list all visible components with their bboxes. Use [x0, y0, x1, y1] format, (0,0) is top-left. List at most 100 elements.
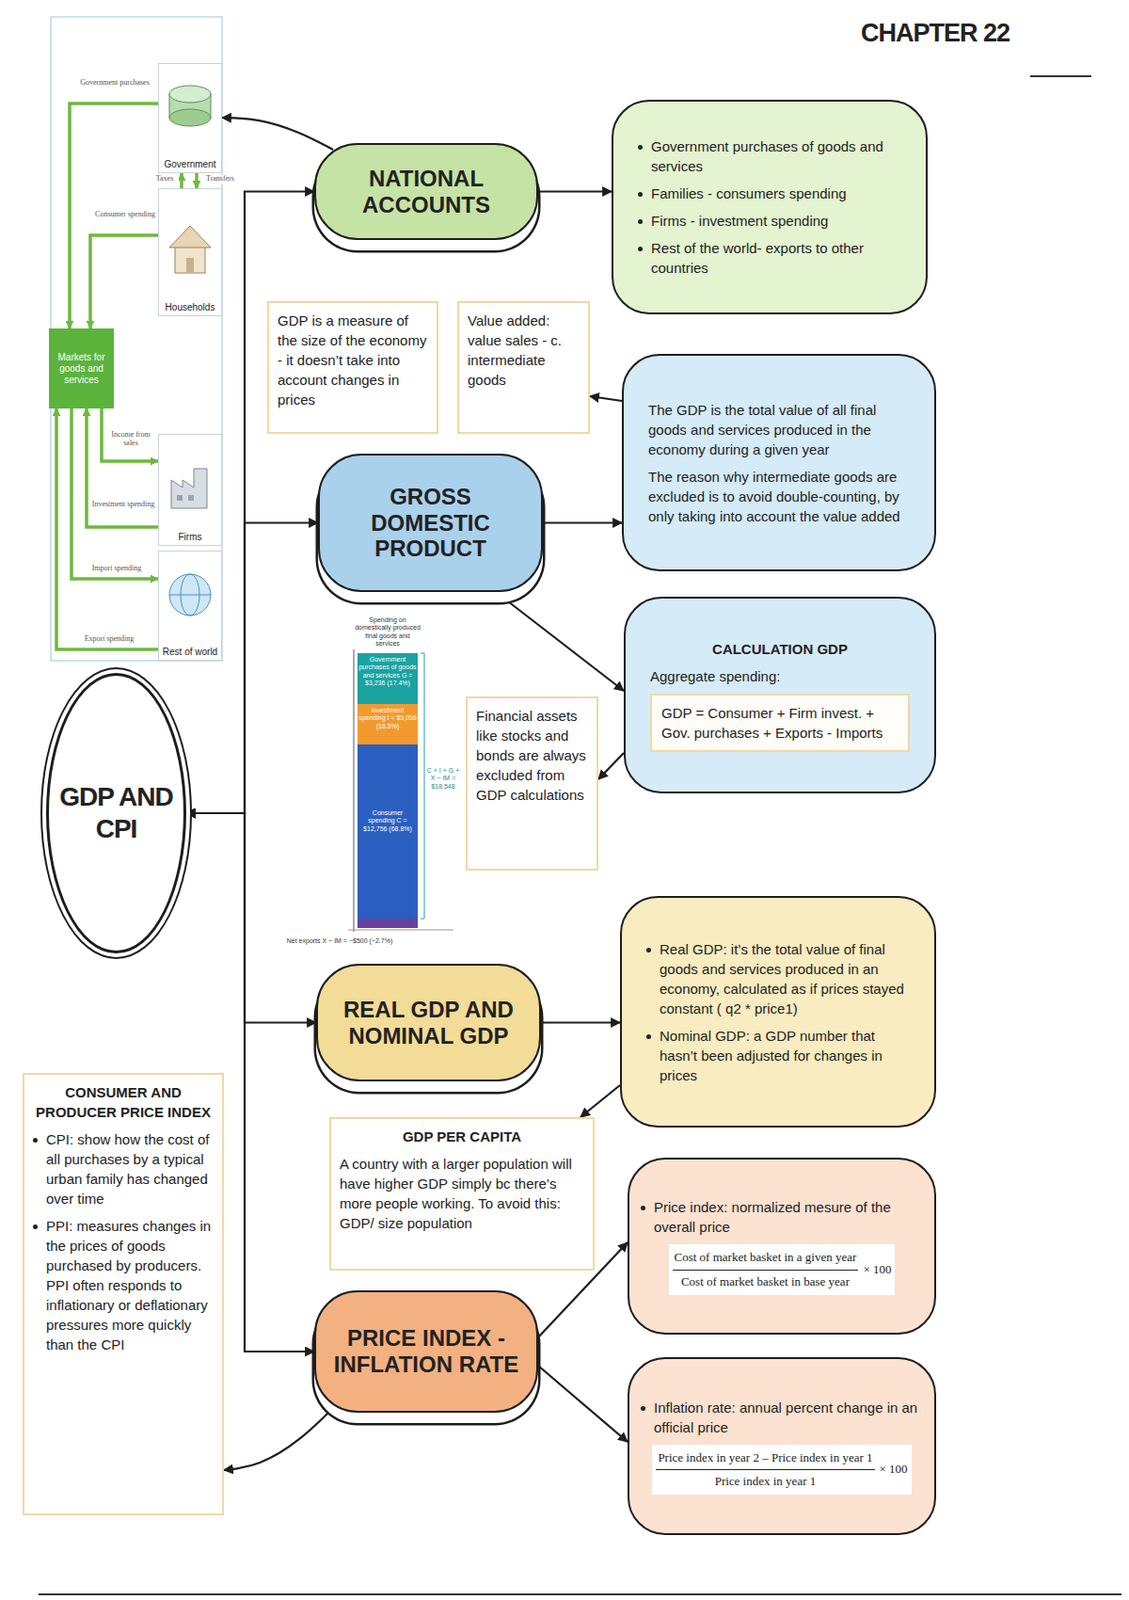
flow-label: Consumer spending — [94, 210, 157, 220]
rule-line — [38, 1592, 1122, 1595]
node-text: The GDP is the total value of all final … — [648, 399, 910, 460]
market-box: Markets for goods and services — [48, 328, 114, 409]
bullet-text: PPI: measures changes in the prices of g… — [32, 1215, 214, 1354]
flow-arrow — [86, 408, 159, 527]
connector — [223, 1405, 335, 1470]
node-text: PRICE INDEX - INFLATION RATE — [329, 1324, 524, 1377]
node-text: Cost of market basket in base year — [672, 1270, 859, 1290]
fraction-formula: Price index in year 2 – Price index in y… — [651, 1444, 911, 1495]
bullet-text: Families - consumers spending — [637, 183, 902, 204]
node-text: GDP is a measure of the size of the econ… — [277, 310, 429, 410]
detail-box: Inflation rate: annual percent change in… — [627, 1356, 937, 1535]
node-text: Cost of market basket in a given year — [672, 1248, 859, 1270]
connector — [222, 117, 334, 150]
detail-box: The GDP is the total value of all final … — [621, 353, 937, 572]
detail-box: CALCULATION GDP Aggregate spending: GDP = … — [623, 596, 937, 794]
bullet-text: Government purchases of goods and servic… — [637, 136, 902, 176]
globe-icon — [169, 573, 211, 616]
firm-icon — [171, 468, 207, 509]
chart-label: Consumer spending C = $12,756 (68.8%) — [358, 809, 417, 833]
firm-icon — [176, 494, 183, 501]
connector — [186, 523, 319, 814]
bullet-text: Firms - investment spending — [637, 210, 902, 231]
main-topic: GROSS DOMESTIC PRODUCT — [318, 453, 543, 592]
connector — [495, 591, 624, 691]
heading-text: CALCULATION GDP — [650, 638, 910, 659]
government-icon — [169, 85, 211, 103]
heading-text: CONSUMER AND PRODUCER PRICE INDEX — [32, 1081, 214, 1122]
node-text: The reason why intermediate goods are ex… — [648, 466, 910, 526]
household-icon — [169, 225, 211, 248]
bar-chart — [357, 703, 418, 745]
flow-arrow — [179, 173, 184, 189]
node-text: Price index in year 1 — [655, 1469, 875, 1490]
node-text: × 100 — [874, 1460, 908, 1478]
note-box: Financial assets like stocks and bonds a… — [465, 696, 599, 871]
flow-label: Taxes — [150, 174, 179, 184]
node-text: A country with a larger population will … — [339, 1153, 585, 1233]
connector — [580, 1084, 621, 1117]
bar-chart — [357, 918, 418, 928]
node-text: Markets for goods and services — [51, 351, 112, 386]
connector — [598, 752, 624, 780]
note-box: GDP PER CAPITA A country with a larger po… — [329, 1116, 595, 1271]
connector — [186, 191, 315, 814]
note-box: Value added: value sales - c. intermedia… — [457, 301, 590, 434]
page-title: CHAPTER 22 — [860, 18, 1010, 48]
central-circle: GDP AND CPI — [46, 672, 187, 954]
flow-label: Transfers — [200, 174, 240, 184]
flow-arrow — [56, 408, 159, 650]
node-text: Price index in year 2 – Price index in y… — [655, 1448, 875, 1470]
government-icon — [169, 109, 211, 127]
node-text: Government — [163, 159, 216, 171]
connector — [538, 1365, 628, 1442]
flow-label: Income from sales — [105, 430, 157, 448]
heading-text: GDP PER CAPITA — [339, 1126, 585, 1146]
bullet-text: Inflation rate: annual percent change in… — [640, 1397, 923, 1437]
main-topic: REAL GDP AND NOMINAL GDP — [316, 963, 541, 1082]
flow-box: Households — [158, 188, 223, 317]
chart-label: C + I + G + X − IM = $18,548 — [426, 766, 461, 791]
bar-chart — [420, 652, 425, 919]
node-text: Rest of world — [162, 646, 218, 658]
node-text: Financial assets like stocks and bonds a… — [476, 705, 589, 805]
chart-label: Net exports X − IM = −$500 (−2.7%) — [278, 937, 401, 945]
detail-box: Government purchases of goods and servic… — [611, 99, 928, 315]
bullet-text: Price index: normalized mesure of the ov… — [640, 1196, 923, 1237]
node-text: GDP AND CPI — [52, 780, 180, 844]
chart-label: Government purchases of goods and servic… — [358, 655, 417, 688]
flow-label: Government purchases — [75, 79, 155, 88]
bar-chart — [353, 649, 355, 932]
government-icon — [169, 85, 211, 127]
flow-arrow — [194, 173, 199, 189]
household-icon — [169, 225, 211, 273]
flow-label: Investment spending — [90, 500, 157, 509]
connector — [540, 1020, 621, 1023]
note-box: CONSUMER AND PRODUCER PRICE INDEXCPI: sh… — [22, 1072, 224, 1515]
formula-box: GDP = Consumer + Firm invest. + Gov. pur… — [650, 693, 910, 752]
bar-chart — [357, 652, 418, 704]
flow-arrow — [69, 103, 159, 329]
node-text: Households — [165, 302, 216, 314]
connector — [589, 396, 622, 401]
bullet-text: Rest of the world- exports to other coun… — [637, 238, 902, 278]
flow-arrow — [71, 408, 159, 579]
main-topic: PRICE INDEX - INFLATION RATE — [314, 1289, 539, 1413]
fraction-formula: Cost of market basket in a given yearCos… — [668, 1243, 896, 1294]
connector — [542, 521, 622, 524]
node-text: × 100 — [858, 1260, 891, 1278]
node-text: Value added: value sales - c. intermedia… — [467, 310, 580, 390]
detail-box: Price index: normalized mesure of the ov… — [627, 1157, 937, 1335]
connector — [186, 812, 317, 1023]
node-text: Aggregate spending: — [650, 666, 910, 686]
flow-label: Import spending — [77, 564, 157, 573]
bar-chart — [348, 929, 454, 931]
flow-box: Rest of world — [158, 550, 223, 661]
node-text: NATIONAL ACCOUNTS — [329, 165, 524, 218]
flow-label: Export spending — [62, 635, 157, 644]
node-text: GDP = Consumer + Firm invest. + Gov. pur… — [661, 702, 899, 743]
bullet-text: Real GDP: it’s the total value of final … — [646, 938, 910, 1018]
flow-arrow — [101, 408, 159, 462]
flow-arrow — [90, 235, 159, 329]
note-box: GDP is a measure of the size of the econ… — [267, 301, 439, 434]
